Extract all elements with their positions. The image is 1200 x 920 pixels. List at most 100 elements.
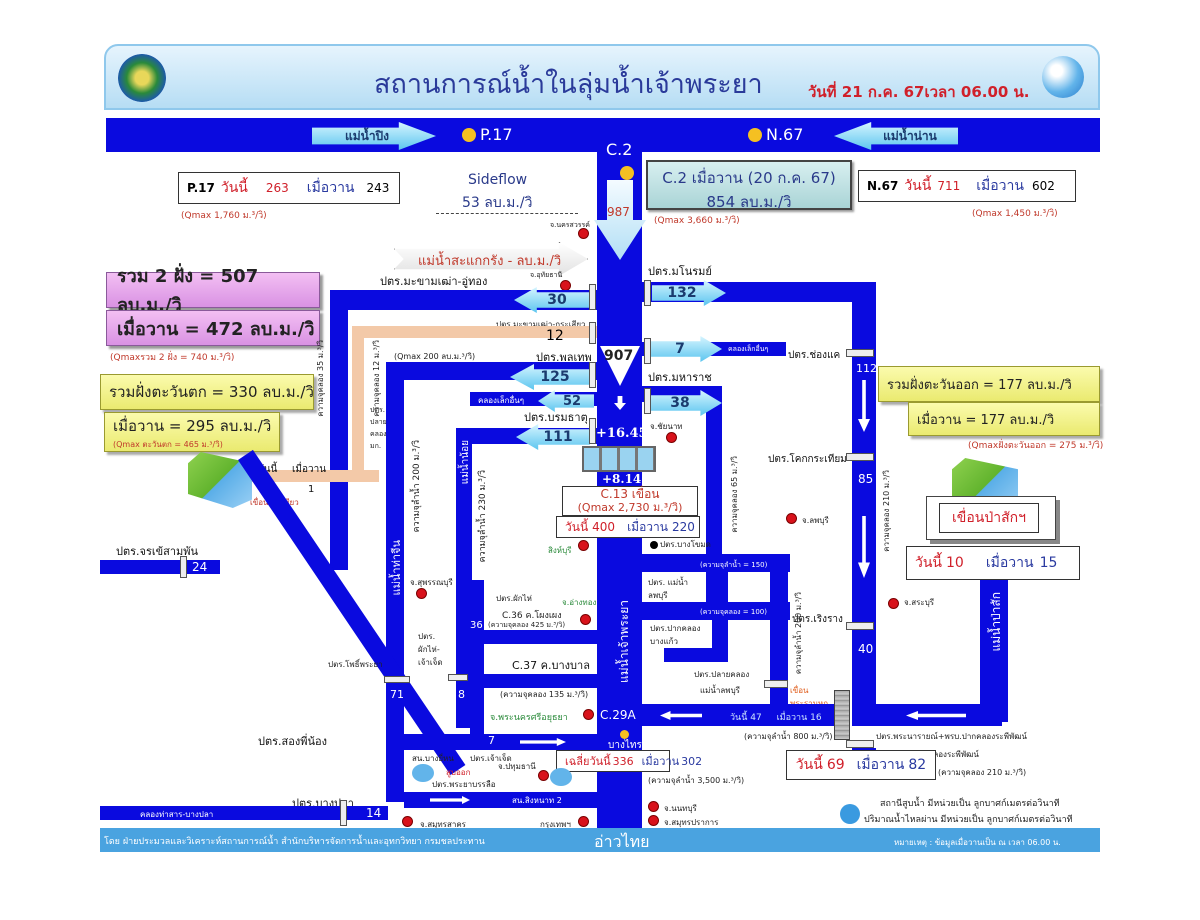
pathum-thani-dot — [538, 770, 549, 781]
krasiao-yesterday-label: เมื่อวาน — [292, 464, 327, 475]
gate-song-phi-nong[interactable]: ปตร.สองพี่น้อง — [258, 735, 327, 748]
gate-plai-khlong-icon — [764, 680, 788, 688]
lop-buri-dot — [786, 513, 797, 524]
rapeepat-capacity: (ความจุคลอง 210 ม.³/วิ) — [938, 768, 1027, 777]
canal-krasiao — [352, 326, 597, 338]
pasak-river — [980, 580, 1008, 722]
c2-qmax: (Qmax 3,660 ม.³/วิ) — [654, 216, 740, 226]
capacity-lopburi-river: (ความจุลำน้ำ = 150) — [700, 561, 768, 569]
gate-roeng-rang[interactable]: ปตร.เริงราง — [792, 614, 843, 625]
both-banks-qmax: (Qmaxรวม 2 ฝั่ง = 740 ม.³/วิ) — [110, 353, 235, 363]
gate-chao-chet[interactable]: ปตร.เจ้าเจ็ด — [470, 754, 512, 763]
chai-nat-dot — [666, 432, 677, 443]
gate-chong-khae[interactable]: ปตร.ช่องแค — [788, 350, 841, 361]
canal-c36 — [484, 630, 597, 644]
c13-downstream-level: +8.14 — [602, 472, 642, 486]
rama6-left-arrow — [660, 711, 702, 720]
c2-marker-label: C.2 — [606, 140, 633, 159]
lopburi-vertical — [712, 554, 728, 650]
canal-noi-lower — [470, 580, 484, 740]
gate-pho-phraya[interactable]: ปตร.โพธิ์พระยา — [328, 660, 383, 669]
tha-san-bang-pla-label: คลองท่าสาร-บางปลา — [140, 810, 214, 819]
east-bank-yesterday: เมื่อวาน = 177 ลบ.ม./วิ — [908, 402, 1100, 436]
capacity-khlong-35: ความจุคลอง 35 ม.³/วิ — [316, 340, 325, 417]
both-banks-total: รวม 2 ฝั่ง = 507 ลบ.ม./วิ — [106, 266, 320, 316]
bangkok-dot — [578, 816, 589, 827]
capacity-chainat-65: ความจุคลอง 65 ม.³/วิ — [730, 456, 739, 533]
noi-river-label: แม่น้ำน้อย — [460, 440, 471, 485]
sideflow-value: 53 ลบ.ม./วิ — [462, 195, 533, 211]
c37-capacity: (ความจุคลอง 135 ม.³/วิ) — [500, 690, 589, 699]
gate-125-icon — [589, 362, 596, 388]
gate-30-icon — [589, 284, 596, 310]
rama6-dam-title: เขื่อนพระรามหก — [790, 686, 828, 708]
gate-bang-khonthi[interactable]: ปตร.บางโขมด — [660, 540, 711, 549]
gate-12-icon — [589, 322, 596, 344]
flow-52-arrow: 52 — [538, 390, 594, 412]
flow-7-east-arrow: 7 — [650, 336, 722, 362]
pump-station-icon-2 — [550, 768, 572, 786]
nakhon-sawan-dot — [578, 228, 589, 239]
flow-85-value: 85 — [858, 472, 874, 486]
province-pathum-thani: จ.ปทุมธานี — [498, 762, 536, 771]
c29a-flow-box: เฉลี่ยวันนี้ 336 เมื่อวาน 302 — [556, 750, 702, 772]
rama6-dam-icon — [834, 690, 850, 740]
sideflow-title: Sideflow — [468, 172, 528, 188]
canal-chorakhe-sam-phan — [100, 560, 220, 574]
footer-credit: โดย ฝ่ายประมวลและวิเคราะห์สถานการณ์น้ำ ส… — [104, 837, 485, 847]
gate-khok-kratiam[interactable]: ปตร.โคกกระเทียม — [768, 454, 847, 465]
canal-krasiao-vertical — [352, 326, 364, 482]
samut-prakan-dot — [648, 815, 659, 826]
province-sing-buri: สิงห์บุรี — [548, 546, 572, 555]
gate-phonlathep[interactable]: ปตร.พลเทพ — [536, 351, 592, 364]
gate-makham-thao-u-thong[interactable]: ปตร.มะขามเฒ่า-อู่ทอง — [380, 275, 488, 288]
krasiao-yesterday-value: 1 — [308, 484, 315, 495]
gate-phak-hai[interactable]: ปตร.ผักไห่ — [496, 594, 532, 603]
suphan-buri-dot — [416, 588, 427, 599]
lopburi-river-label: แม่น้ำลพบุรี — [700, 686, 740, 695]
gate-chorakhe-sam-phan[interactable]: ปตร.จรเข้สามพัน — [116, 545, 199, 558]
lopburi-loop — [664, 648, 728, 662]
rid-emblem-logo — [118, 54, 166, 102]
gate-sing-hanat[interactable]: สน.สิงหนาท 2 — [512, 796, 562, 805]
province-samut-prakan: จ.สมุทรปราการ — [664, 818, 719, 827]
p17-marker-label: P.17 — [480, 125, 513, 144]
gate-manorom[interactable]: ปตร.มโนรมย์ — [648, 265, 712, 278]
samut-sakhon-dot — [402, 816, 413, 827]
sing-buri-dot — [578, 540, 589, 551]
legend-flow-through: ปริมาณน้ำไหลผ่าน มีหน่วยเป็น ลูกบาศก์เมต… — [864, 815, 1073, 825]
rapeepat-canal-label: คลองระพีพัฒน์ — [928, 750, 979, 759]
header-banner: สถานการณ์น้ำในลุ่มน้ำเจ้าพระยา วันที่ 21… — [104, 44, 1100, 110]
c13-info-box: C.13 เขื่อน (Qmax 2,730 ม.³/วิ) — [562, 486, 698, 516]
gate-chong-khae-icon — [846, 349, 874, 357]
gulf-of-thailand-label: อ่าวไทย — [594, 832, 650, 851]
gate-bang-kaeo-lopburi[interactable]: ปตร. แม่น้ำลพบุรี — [648, 578, 689, 600]
song-phi-nong-label: คลองสองพี่น้อง — [247, 597, 294, 658]
east-bank-qmax: (Qmaxฝั่งตะวันออก = 275 ม.³/วิ) — [968, 441, 1104, 451]
gate-40-icon — [846, 622, 874, 630]
ayutthaya-dot — [583, 709, 594, 720]
gate-bang-kaeo[interactable]: ปตร.ปากคลอง บางแก้ว — [650, 624, 701, 646]
c36-capacity: (ความจุคลอง 425 ม.³/วิ) — [488, 621, 566, 629]
sideflow-dashed-arrow — [436, 213, 578, 214]
chao-phraya-river-label: แม่น้ำเจ้าพระยา — [617, 600, 631, 684]
gate-38-icon — [644, 388, 651, 414]
gate-makham-thao-krasiao[interactable]: ปตร.มะขามเฒ่า-กระเสียว — [496, 320, 586, 329]
c13-inflow-value: 907 — [604, 348, 634, 364]
c13-dam-icon — [582, 446, 656, 472]
page-title: สถานการณ์น้ำในลุ่มน้ำเจ้าพระยา — [374, 69, 763, 100]
gate-plai-khlong[interactable]: ปตร.ปลายคลอง — [694, 670, 750, 679]
rapeepat-gate-label[interactable]: ปตร.พระนารายณ์+พรบ.ปากคลองระพีพัฒน์ — [876, 732, 1027, 741]
province-lop-buri: จ.ลพบุรี — [802, 516, 829, 525]
pasak-dam-flow-box: วันนี้ 10 เมื่อวาน 15 — [906, 546, 1080, 580]
gate-phak-hai-chao-chet[interactable]: ปตร. ผักไห่-เจ้าเจ็ด — [418, 632, 443, 667]
gate-borommathat[interactable]: ปตร.บรมธาตุ — [524, 411, 588, 424]
gate-maharat[interactable]: ปตร.มหาราช — [648, 371, 712, 384]
gate-bang-yi-hon[interactable]: สน.บางยี่หน — [412, 754, 454, 763]
flow-legend-icon — [840, 804, 860, 824]
lopburi-right-vertical — [770, 554, 788, 714]
province-ang-thong: จ.อ่างทอง — [562, 598, 597, 607]
c36-label: C.36 ค.โผงเผง — [502, 611, 562, 621]
west-bank-yesterday: เมื่อวาน = 295 ลบ.ม./วิ (Qmax ตะวันตก = … — [104, 412, 280, 452]
gate-phra-ya-banlue[interactable]: ปตร.พระยาบรรลือ — [432, 780, 496, 789]
